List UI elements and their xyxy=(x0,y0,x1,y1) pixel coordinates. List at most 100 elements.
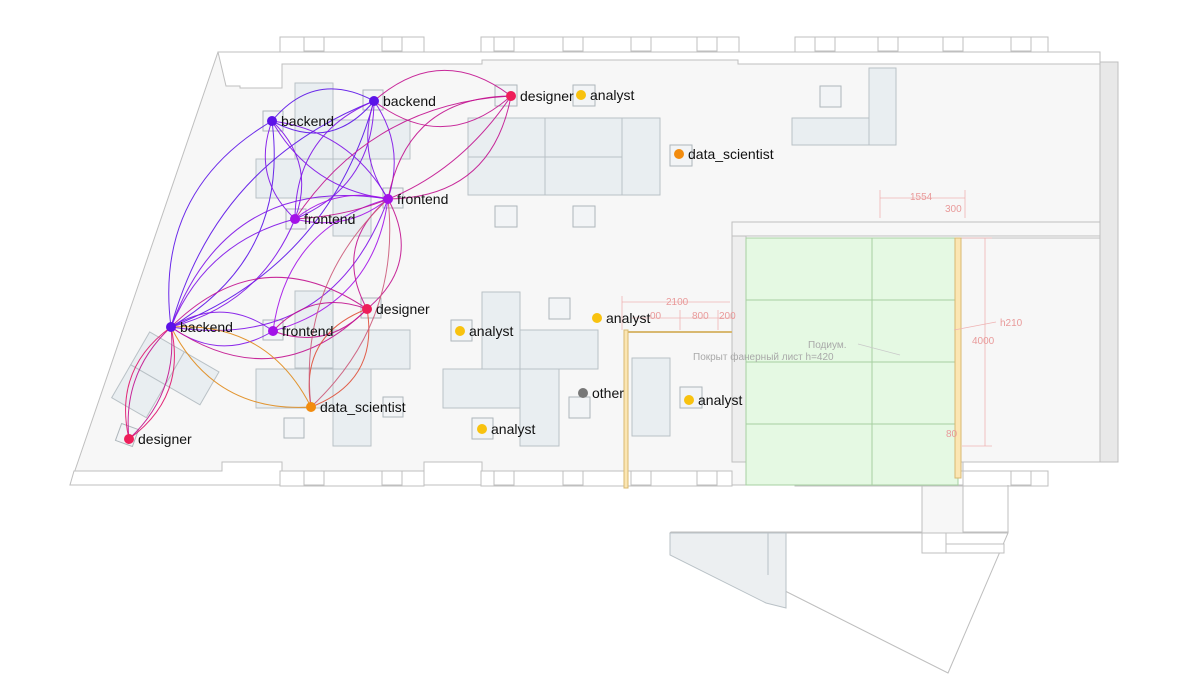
node-dot[interactable] xyxy=(290,214,300,224)
node-dot[interactable] xyxy=(369,96,379,106)
bottom-pier-2 xyxy=(480,470,733,487)
top-window xyxy=(303,36,325,52)
podium-note: Покрыт фанерный лист h=420 xyxy=(693,351,834,363)
node-label: designer xyxy=(520,88,574,104)
bottom-window xyxy=(381,470,403,486)
edge-n_backend_3-n_data_sci_bottom xyxy=(170,326,312,408)
edge-n_frontend_1-n_frontend_2 xyxy=(294,194,389,220)
node-dot[interactable] xyxy=(306,402,316,412)
node-dot[interactable] xyxy=(383,194,393,204)
desk xyxy=(519,368,560,447)
node-label: backend xyxy=(383,93,436,109)
edge-n_backend_3-n_backend_1 xyxy=(170,100,375,328)
dimension-annotations: 1554 300 2100 800 200 00 4000 h210 80 По… xyxy=(621,190,1023,447)
desk xyxy=(631,357,671,437)
desk xyxy=(621,117,661,196)
podium-edge xyxy=(954,237,962,479)
bottom-window xyxy=(630,470,652,486)
node-label: designer xyxy=(138,431,192,447)
node-label: designer xyxy=(376,301,430,317)
top-window xyxy=(877,36,899,52)
desk xyxy=(544,156,623,196)
node-n_analyst_right[interactable]: analyst xyxy=(684,392,742,408)
desk xyxy=(294,290,334,369)
edge-n_backend_3-n_backend_2 xyxy=(170,120,275,328)
node-dot[interactable] xyxy=(267,116,277,126)
node-dot[interactable] xyxy=(124,434,134,444)
desk xyxy=(442,368,521,409)
node-n_designer_bottom[interactable]: designer xyxy=(124,431,192,447)
node-label: backend xyxy=(180,319,233,335)
top-window xyxy=(942,36,964,52)
top-pier-2 xyxy=(480,36,740,53)
edge-n_frontend_1-n_frontend_2 xyxy=(294,198,389,224)
node-n_frontend_2[interactable]: frontend xyxy=(290,211,355,227)
node-label: frontend xyxy=(304,211,355,227)
desk xyxy=(481,291,521,370)
top-window xyxy=(696,36,718,52)
edge-n_backend_1-n_frontend_2 xyxy=(294,100,375,220)
node-n_designer_mid[interactable]: designer xyxy=(362,301,430,317)
podium-title: Подиум. xyxy=(808,340,847,351)
node-dot[interactable] xyxy=(578,388,588,398)
node-dot[interactable] xyxy=(592,313,602,323)
node-label: frontend xyxy=(282,323,333,339)
node-n_backend_3[interactable]: backend xyxy=(166,319,233,335)
bottom-window xyxy=(303,470,325,486)
dim-label-00: 00 xyxy=(650,311,662,322)
node-label: data_scientist xyxy=(688,146,774,162)
node-dot[interactable] xyxy=(166,322,176,332)
node-dot[interactable] xyxy=(362,304,372,314)
node-dot[interactable] xyxy=(506,91,516,101)
chair xyxy=(494,205,518,228)
node-n_designer_top[interactable]: designer xyxy=(506,88,574,104)
lower-annex-block xyxy=(669,532,787,609)
edge-n_backend_2-n_frontend_2 xyxy=(264,120,296,220)
desk xyxy=(467,117,546,158)
node-dot[interactable] xyxy=(477,424,487,434)
edge-n_designer_mid-n_data_sci_bottom xyxy=(310,308,370,408)
node-dot[interactable] xyxy=(576,90,586,100)
chair xyxy=(568,396,591,419)
node-n_frontend_1[interactable]: frontend xyxy=(383,191,448,207)
chair xyxy=(382,396,404,418)
node-n_data_sci_bottom[interactable]: data_scientist xyxy=(306,399,406,415)
dim-label-80: 80 xyxy=(946,429,958,440)
edge-n_backend_3-n_designer_bottom xyxy=(128,326,175,440)
node-n_analyst_bottom[interactable]: analyst xyxy=(477,421,535,437)
top-wall-strip xyxy=(217,51,1101,89)
node-n_other[interactable]: other xyxy=(578,385,624,401)
top-window xyxy=(381,36,403,52)
top-window xyxy=(493,36,515,52)
node-label: analyst xyxy=(491,421,535,437)
bottom-window xyxy=(493,470,515,486)
desk xyxy=(519,329,599,370)
bottom-window xyxy=(562,470,584,486)
edge-n_frontend_1-n_data_sci_bottom xyxy=(308,198,389,408)
chair xyxy=(283,417,305,439)
node-label: frontend xyxy=(397,191,448,207)
node-n_analyst_mid1[interactable]: analyst xyxy=(455,323,513,339)
desk xyxy=(255,368,334,409)
edge-n_backend_3-n_data_sci_bottom xyxy=(170,326,312,408)
node-dot[interactable] xyxy=(684,395,694,405)
node-dot[interactable] xyxy=(674,149,684,159)
edge-n_frontend_1-n_designer_top xyxy=(387,95,512,200)
node-n_analyst_top[interactable]: analyst xyxy=(576,87,634,103)
bottom-window xyxy=(1010,470,1032,486)
node-n_data_sci_top[interactable]: data_scientist xyxy=(674,146,774,162)
chair xyxy=(548,297,571,320)
right-wall xyxy=(1099,61,1119,463)
edge-n_backend_1-n_frontend_2 xyxy=(294,100,375,220)
node-n_backend_2[interactable]: backend xyxy=(267,113,334,129)
dim-label-200: 200 xyxy=(719,311,736,322)
node-n_backend_1[interactable]: backend xyxy=(369,93,436,109)
edge-n_backend_3-n_designer_bottom xyxy=(125,326,172,440)
dim-line xyxy=(953,321,997,331)
node-dot[interactable] xyxy=(268,326,278,336)
node-n_frontend_3[interactable]: frontend xyxy=(268,323,333,339)
node-dot[interactable] xyxy=(455,326,465,336)
edge-n_backend_3-n_designer_mid xyxy=(170,308,368,360)
node-n_analyst_mid2[interactable]: analyst xyxy=(592,310,650,326)
